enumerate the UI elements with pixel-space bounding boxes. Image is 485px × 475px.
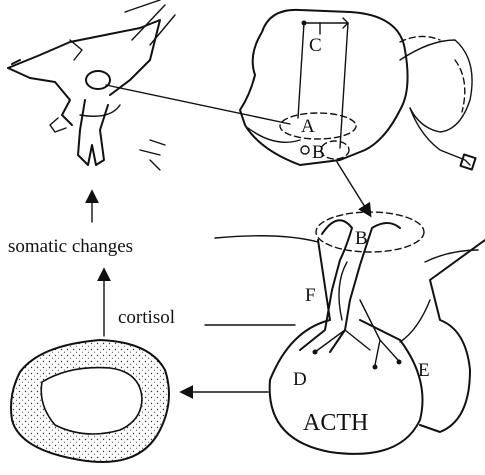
adrenal-illustration — [11, 270, 169, 462]
label-b-pituitary: B — [355, 228, 368, 249]
label-c: C — [309, 35, 322, 56]
label-cortisol: cortisol — [118, 307, 175, 328]
brain-illustration — [240, 10, 476, 215]
region-a-outline — [280, 113, 356, 139]
rat-illustration — [8, 0, 290, 222]
label-a: A — [301, 116, 315, 137]
label-acth: ACTH — [303, 410, 368, 436]
arrow-brain-to-pituitary — [337, 162, 370, 215]
label-somatic-changes: somatic changes — [8, 236, 133, 257]
pointer-line-eye-to-a — [106, 85, 290, 124]
label-e: E — [418, 360, 430, 381]
label-b-brain: B — [312, 142, 325, 163]
label-d: D — [293, 369, 307, 390]
rat-eye — [86, 71, 110, 89]
label-f: F — [305, 285, 316, 306]
